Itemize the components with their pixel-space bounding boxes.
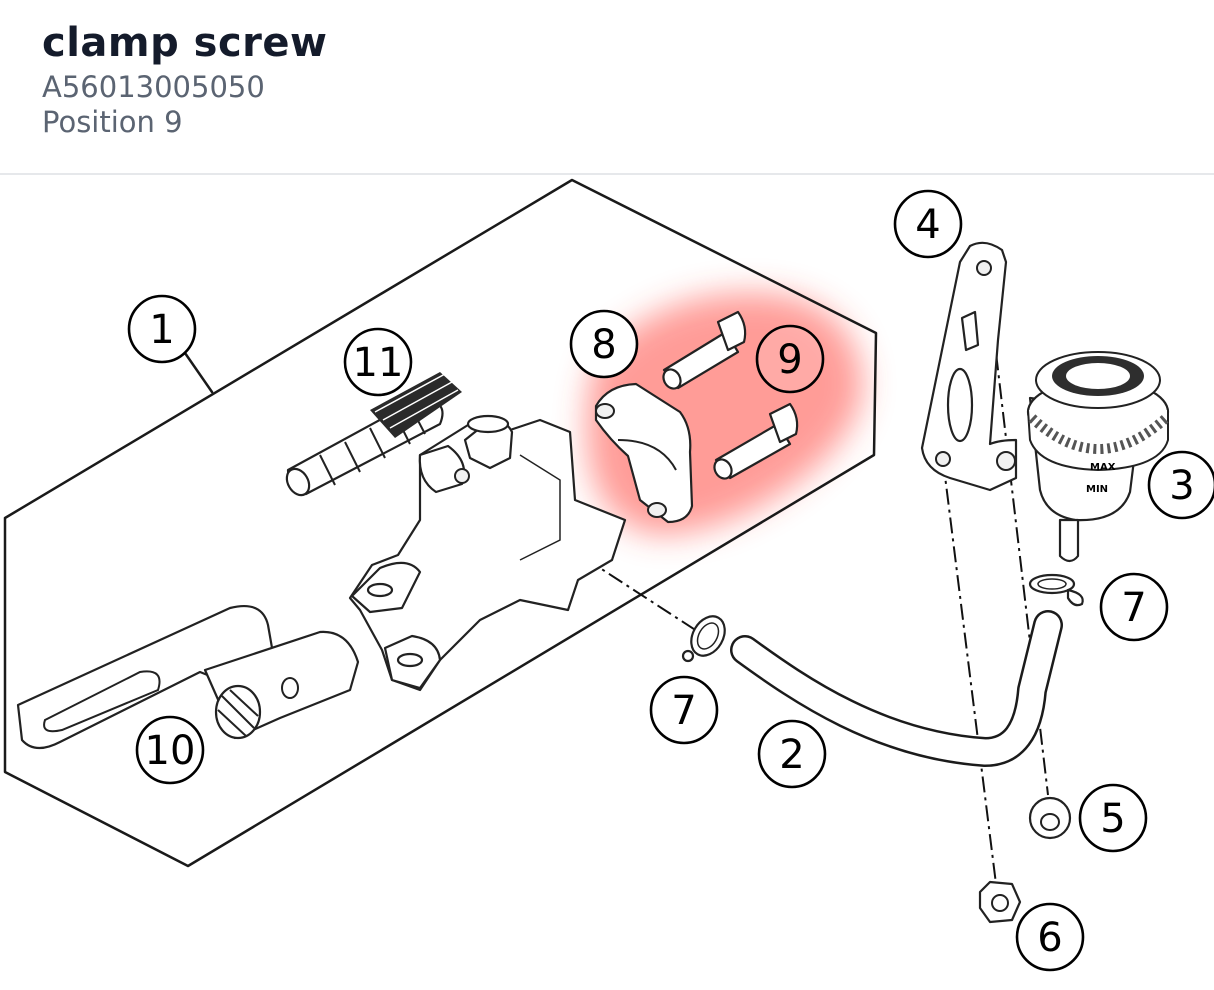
svg-text:8: 8	[591, 322, 616, 368]
hose-clamp-upper	[1028, 573, 1084, 607]
screw-5	[1028, 796, 1072, 840]
callout-4[interactable]: 4	[893, 189, 963, 259]
handlebar-clamp	[594, 382, 694, 524]
svg-text:11: 11	[353, 340, 404, 386]
part-header: clamp screw A56013005050 Position 9	[0, 0, 1214, 175]
exploded-parts-diagram: MAX MIN	[3, 178, 1214, 972]
brake-lever	[16, 604, 360, 750]
svg-text:7: 7	[1121, 585, 1146, 631]
callout-10[interactable]: 10	[135, 715, 205, 785]
reservoir-min-mark: MIN	[1086, 484, 1108, 495]
callout-9-highlighted[interactable]: 9	[755, 324, 825, 394]
part-position: Position 9	[42, 105, 183, 139]
piston-kit	[285, 372, 462, 497]
part-title: clamp screw	[42, 20, 328, 66]
callout-3[interactable]: 3	[1147, 450, 1214, 520]
reservoir-max-mark: MAX	[1090, 462, 1116, 473]
svg-text:7: 7	[671, 688, 696, 734]
svg-text:5: 5	[1100, 796, 1125, 842]
part-number: A56013005050	[42, 70, 265, 104]
svg-text:2: 2	[779, 732, 804, 778]
hose-clamp-lower	[681, 615, 726, 663]
reservoir-bracket	[920, 241, 1018, 492]
callout-7-upper[interactable]: 7	[1099, 572, 1169, 642]
clamp-screw-lower	[713, 402, 799, 480]
svg-text:1: 1	[149, 307, 174, 353]
callout-5[interactable]: 5	[1078, 783, 1148, 853]
nut-6	[978, 880, 1022, 924]
hose	[730, 610, 1063, 767]
svg-text:4: 4	[915, 202, 940, 248]
callout-7-lower[interactable]: 7	[649, 675, 719, 745]
master-cylinder	[348, 414, 627, 692]
callout-6[interactable]: 6	[1015, 902, 1085, 972]
clamp-screw-upper	[662, 310, 747, 390]
brake-fluid-reservoir: MAX MIN	[1026, 351, 1170, 563]
svg-text:9: 9	[777, 337, 802, 383]
svg-text:6: 6	[1037, 915, 1062, 961]
svg-text:10: 10	[145, 728, 196, 774]
callout-8[interactable]: 8	[569, 309, 639, 379]
svg-text:3: 3	[1169, 463, 1194, 509]
callout-2[interactable]: 2	[757, 719, 827, 789]
assembly-outline	[3, 178, 878, 868]
callout-11[interactable]: 11	[343, 327, 413, 397]
callout-1[interactable]: 1	[127, 294, 197, 364]
